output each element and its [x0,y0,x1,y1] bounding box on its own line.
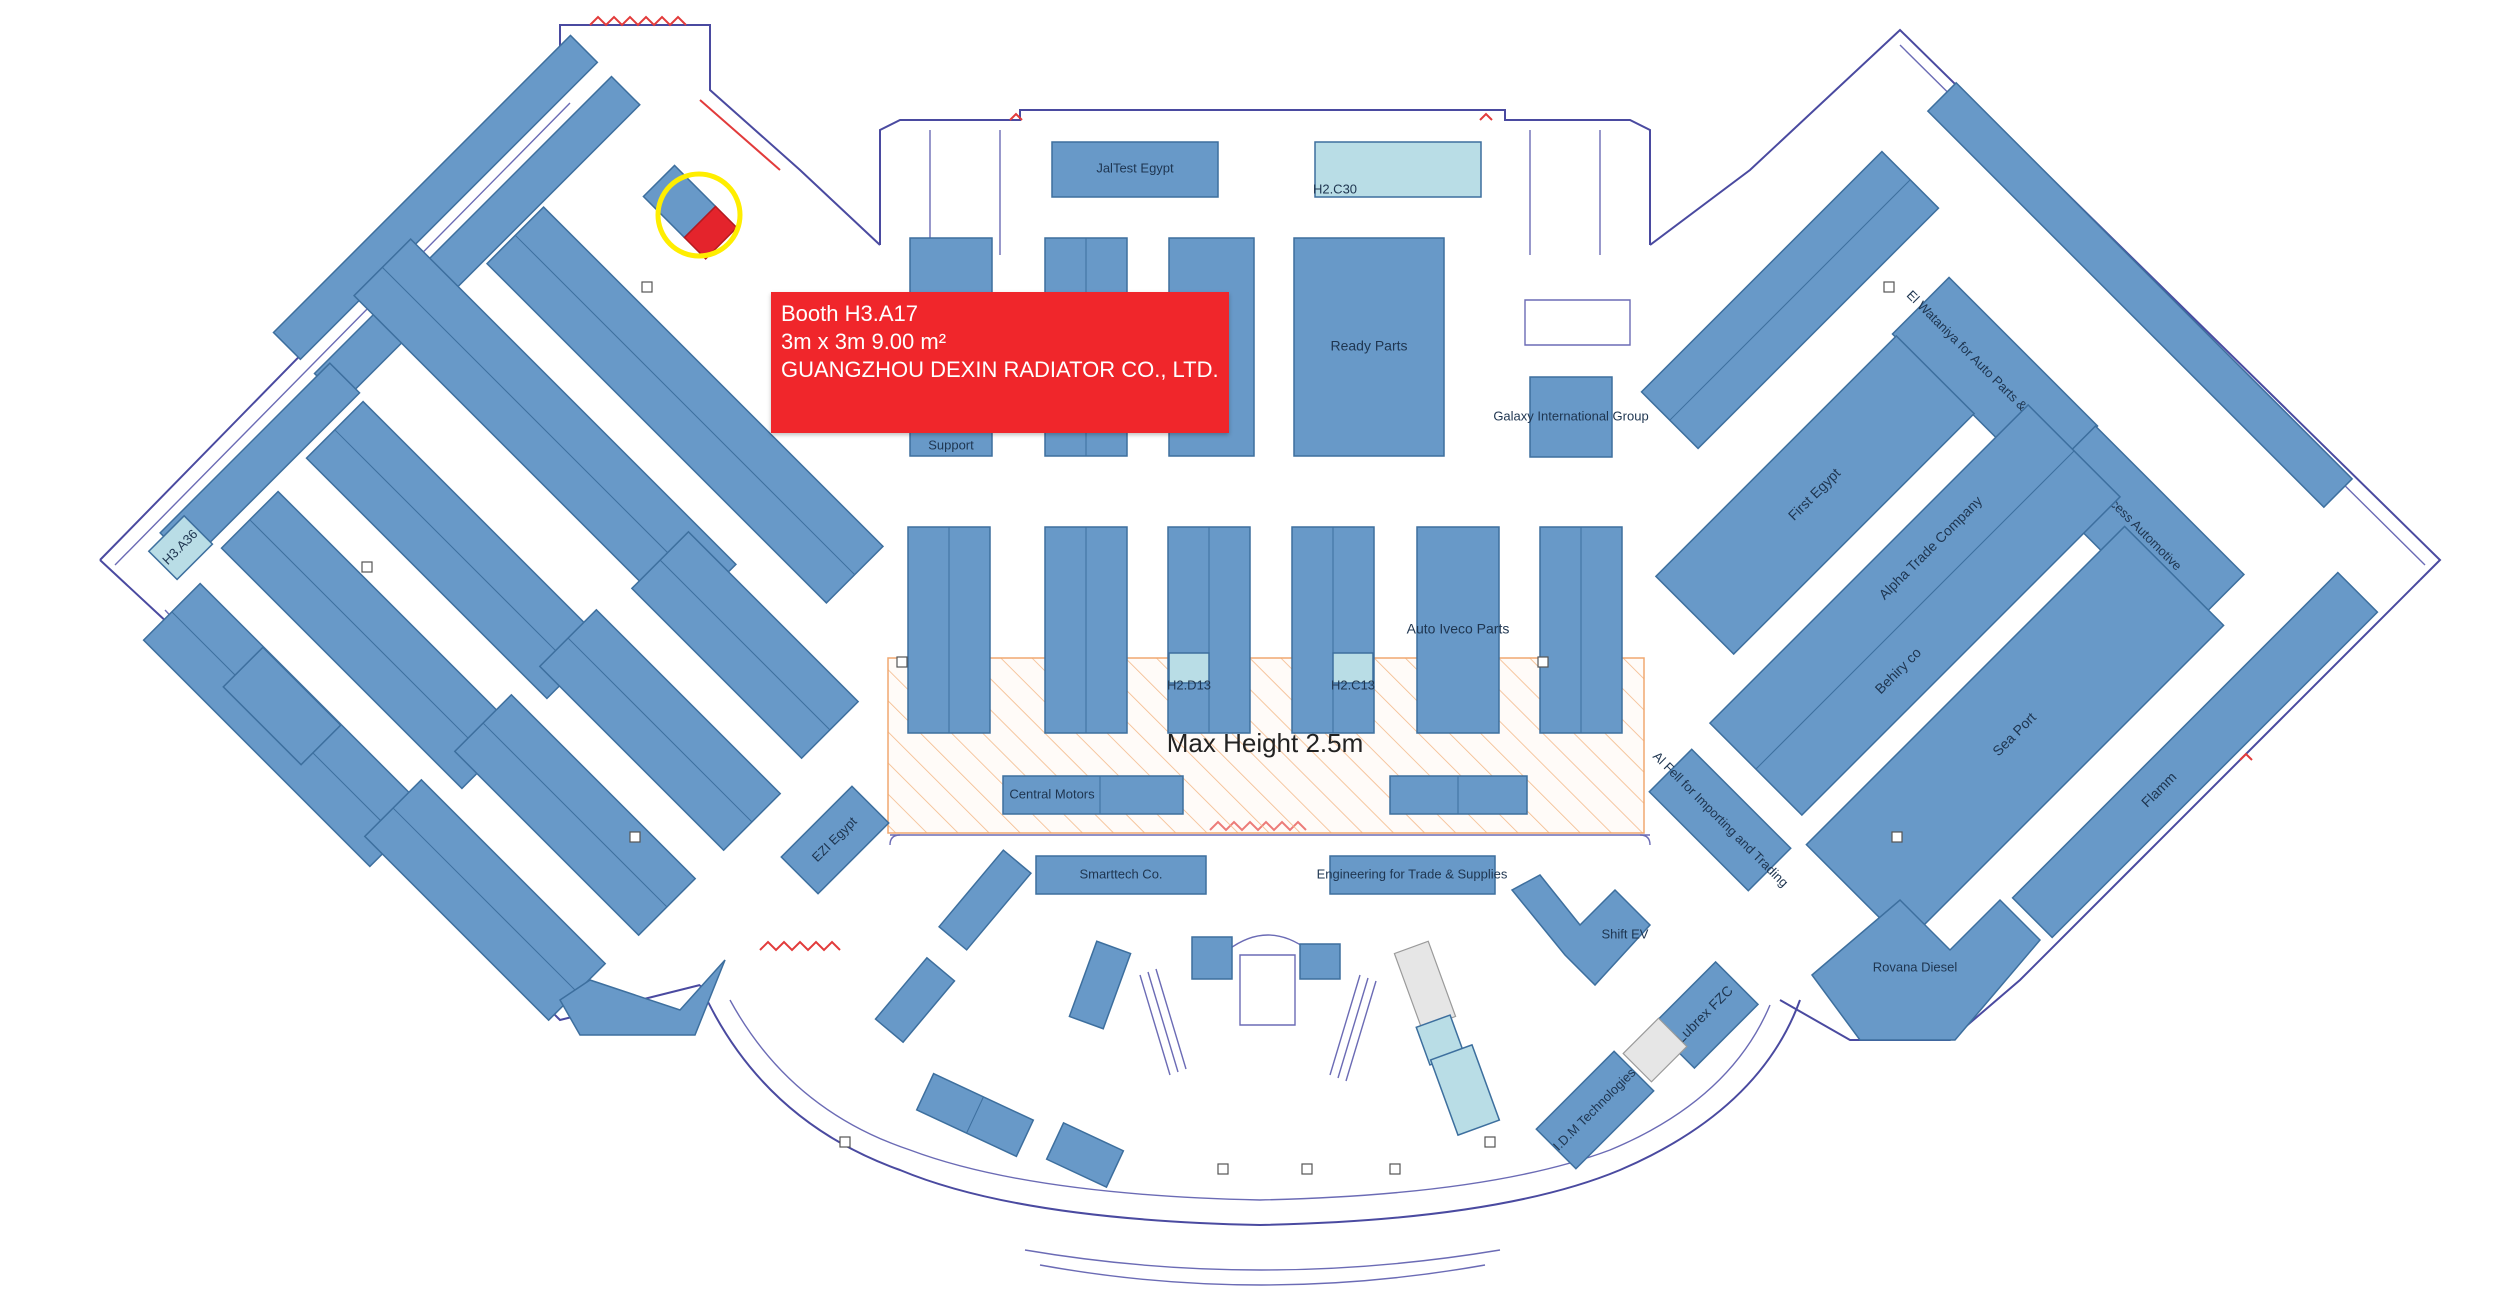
booth-popup-title: Booth H3.A17 [781,301,918,326]
booth-ready-parts-label: Ready Parts [1330,338,1407,354]
booth-shift-ev-label: Shift EV [1602,926,1649,941]
booth-ready-parts[interactable] [1293,237,1445,457]
booth-popup-size: 3m x 3m 9.00 m² [781,329,947,354]
booth-smarttech[interactable] [1035,855,1207,895]
booth-galaxy-label: Galaxy International Group [1493,408,1648,423]
booth-smarttech-label: Smarttech Co. [1079,866,1162,881]
booth-row-right-edge[interactable] [1926,81,2354,509]
booth-central-motors[interactable] [1002,775,1184,815]
booth-ezi-egypt[interactable] [780,785,890,895]
booth-h2c30-label: H2.C30 [1313,181,1357,196]
booth-el-bahar[interactable] [938,849,1032,951]
center-booths: JalTest Egypt H2.C30 Support Ready Parts… [874,141,1649,1189]
booth-engineering-trade-label: Engineering for Trade & Supplies [1317,866,1508,881]
booth-lobby-light-2[interactable] [1429,1043,1501,1137]
booth-al-fell[interactable] [1648,748,1792,892]
booth-lubrex-grey[interactable] [1622,1017,1688,1083]
booth-lobby-2[interactable] [1299,943,1341,980]
booth-shift-ev[interactable] [1510,874,1652,987]
booth-sea-port[interactable] [1805,525,2225,945]
booth-corner-left[interactable] [559,959,726,1036]
booth-idm[interactable] [1535,1050,1655,1170]
booth-h2c30[interactable] [1314,141,1482,198]
booth-popup-exhibitor: GUANGZHOU DEXIN RADIATOR CO., LTD. [781,357,1219,382]
selected-booth-highlight [655,171,743,259]
booth-jaltest-label: JalTest Egypt [1096,160,1174,175]
booth-galaxy[interactable] [1529,376,1613,458]
booth-row-small[interactable] [222,646,342,766]
booth-left-edge[interactable] [272,34,599,361]
pillars [361,281,1903,1175]
booth-h2c13-label: H2.C13 [1331,677,1375,692]
booth-flamm-row[interactable] [2011,571,2379,939]
booth-lobby-left-4[interactable] [1045,1121,1125,1189]
booth-central-motors-label: Central Motors [1009,786,1095,801]
right-wing-booths: El Wataniya for Auto Parts & Importing C… [1510,81,2379,1170]
booth-h3a36[interactable] [147,514,214,581]
booth-engineering-trade[interactable] [1329,855,1496,895]
hall-outline [99,24,2442,1286]
booth-support-label: Support [928,437,974,452]
booth-h2d13[interactable] [1168,652,1210,684]
booth-first-egypt[interactable] [1654,334,1976,656]
booth-rovana[interactable] [1810,898,2042,1041]
booth-rovana-label: Rovana Diesel [1873,959,1958,974]
booth-h2d13-label: H2.D13 [1167,677,1211,692]
booth-jaltest[interactable] [1051,141,1219,198]
booth-h2c13[interactable] [1332,652,1374,684]
max-height-label: Max Height 2.5m [1167,728,1364,758]
booth-auto-iveco[interactable] [1416,526,1500,734]
booth-info-popup[interactable]: Booth H3.A17 3m x 3m 9.00 m² GUANGZHOU D… [771,292,1229,433]
booth-h3a17[interactable] [683,205,738,260]
booth-lobby-1[interactable] [1191,936,1233,980]
left-wing-booths: H3.A36 [142,34,890,1036]
booth-auto-iveco-label: Auto Iveco Parts [1407,621,1510,637]
booth-lobby-3[interactable] [1068,940,1132,1030]
booth-lobby-left-2[interactable] [874,956,956,1044]
